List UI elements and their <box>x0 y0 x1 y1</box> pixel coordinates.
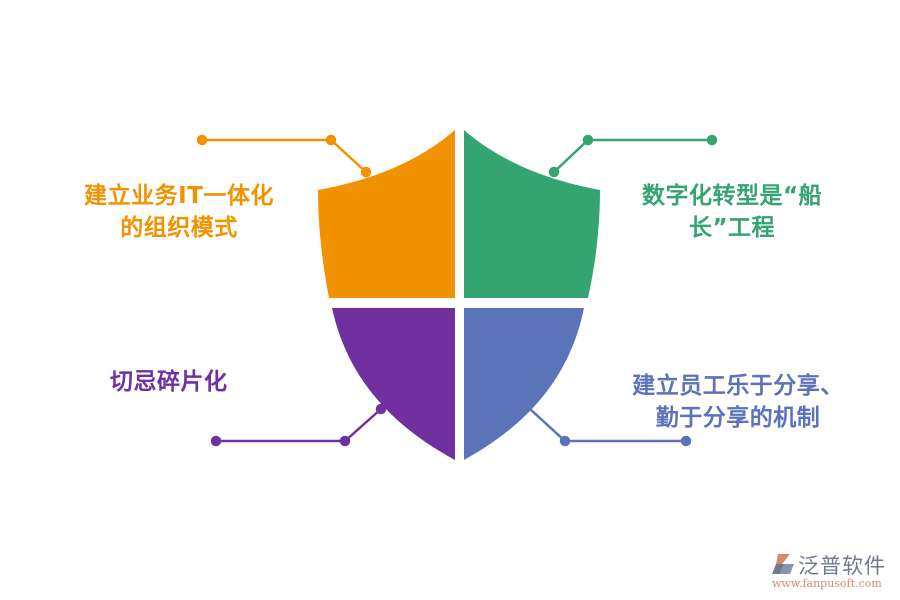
shield-quadrant-top-left <box>318 130 455 298</box>
fanpu-logo: 泛普软件 www.fanpusoft.com <box>764 550 894 594</box>
shield-quadrant-bottom-right <box>464 308 584 460</box>
label-bottom-left-line1: 切忌碎片化 <box>110 369 228 395</box>
label-bottom-right-line2: 勤于分享的机制 <box>655 405 821 431</box>
logo-url: www.fanpusoft.com <box>772 577 882 590</box>
connector-top-left <box>196 134 372 178</box>
shield-quadrant-bottom-left <box>332 308 455 460</box>
logo-name: 泛普软件 <box>798 554 886 578</box>
label-top-left-line1: 建立业务IT一体化 <box>84 183 274 209</box>
label-bottom-right: 建立员工乐于分享、 勤于分享的机制 <box>618 370 858 434</box>
connector-bottom-left <box>210 403 387 447</box>
shield-quadrant-top-right <box>464 130 600 298</box>
connector-bottom-right <box>529 408 692 447</box>
label-bottom-right-line1: 建立员工乐于分享、 <box>632 373 844 399</box>
fanpu-logo-icon <box>772 554 794 574</box>
label-bottom-left: 切忌碎片化 <box>110 366 270 398</box>
label-top-right-line2: 长”工程 <box>688 215 776 241</box>
label-top-left: 建立业务IT一体化 的组织模式 <box>64 180 294 244</box>
label-top-right: 数字化转型是“船 长”工程 <box>612 180 852 244</box>
connector-top-right <box>548 134 718 178</box>
label-top-right-line1: 数字化转型是“船 <box>641 183 823 209</box>
label-top-left-line2: 的组织模式 <box>120 215 238 241</box>
